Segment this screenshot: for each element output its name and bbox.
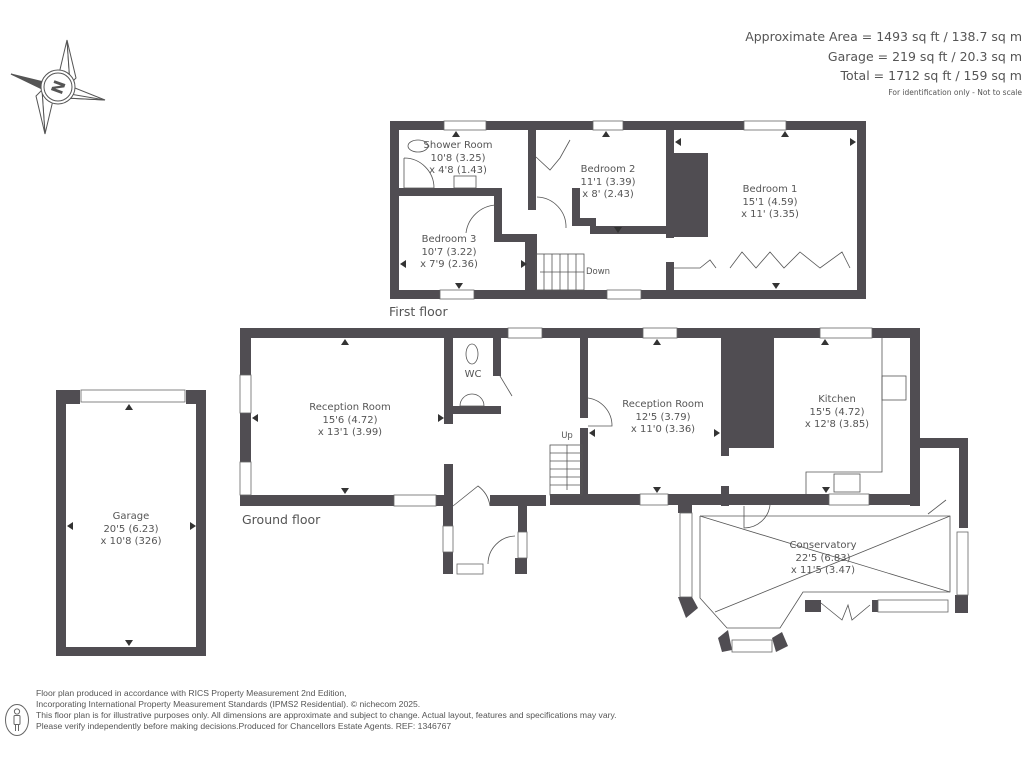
room-bedroom-3: Bedroom 3 10'7 (3.22) x 7'9 (2.36) xyxy=(420,234,478,270)
room-reception-room-2: Reception Room 12'5 (3.79) x 11'0 (3.36) xyxy=(622,399,704,435)
compass-north-icon: N xyxy=(10,39,106,135)
area-summary: Approximate Area = 1493 sq ft / 138.7 sq… xyxy=(745,27,1022,100)
room-bedroom-2: Bedroom 2 11'1 (3.39) x 8' (2.43) xyxy=(580,164,636,200)
room-reception-room-1: Reception Room 15'6 (4.72) x 13'1 (3.99) xyxy=(309,402,391,438)
room-bedroom-1: Bedroom 1 15'1 (4.59) x 11' (3.35) xyxy=(741,184,799,220)
room-conservatory: Conservatory 22'5 (6.83) x 11'5 (3.47) xyxy=(789,540,857,576)
stairs-up-label: Up xyxy=(561,431,573,441)
svg-text:N: N xyxy=(47,78,69,97)
room-wc: WC xyxy=(464,369,482,380)
area-garage: Garage = 219 sq ft / 20.3 sq m xyxy=(827,48,1022,64)
first-floor-label: First floor xyxy=(389,304,448,319)
room-garage: Garage 20'5 (6.23) x 10'8 (326) xyxy=(100,511,162,547)
scale-note: For identification only - Not to scale xyxy=(888,87,1022,97)
footer-disclaimer: Floor plan produced in accordance with R… xyxy=(36,688,617,731)
ground-floor-label: Ground floor xyxy=(242,512,321,527)
area-main: Approximate Area = 1493 sq ft / 138.7 sq… xyxy=(745,29,1022,44)
area-total: Total = 1712 sq ft / 159 sq m xyxy=(840,68,1023,83)
stairs-down-label: Down xyxy=(585,267,611,277)
person-icon xyxy=(5,704,29,736)
room-shower-room: Shower Room 10'8 (3.25) x 4'8 (1.43) xyxy=(423,140,493,176)
room-kitchen: Kitchen 15'5 (4.72) x 12'8 (3.85) xyxy=(804,394,870,430)
